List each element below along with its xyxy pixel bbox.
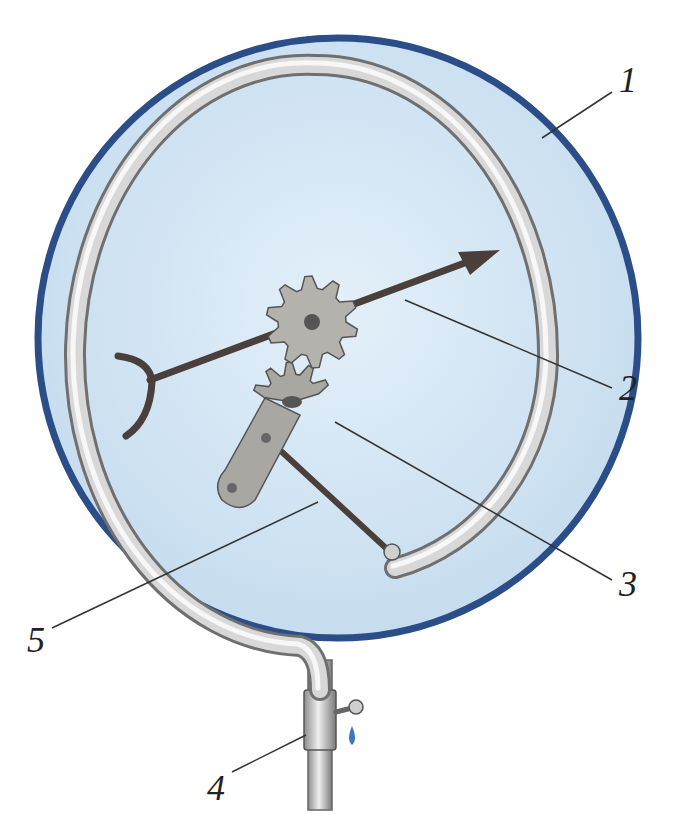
callout-number: 4	[207, 770, 225, 806]
connecting-rod	[282, 452, 388, 550]
toothed-sector	[254, 362, 328, 408]
water-drop	[349, 726, 355, 745]
sector-lever	[218, 398, 300, 508]
callout-number: 1	[619, 62, 637, 98]
callout-number: 2	[619, 370, 637, 406]
pivot-hole	[227, 483, 237, 493]
bourdon-tube	[73, 63, 548, 690]
leader-lines	[52, 92, 612, 772]
gear-teeth	[267, 276, 358, 368]
sector-slot	[282, 396, 302, 408]
rod-joint	[384, 544, 400, 560]
pivot-hole	[261, 433, 271, 443]
callout-number: 5	[27, 622, 45, 658]
pinion-gear	[267, 276, 358, 368]
gear-axle	[304, 314, 320, 330]
callout-number: 3	[619, 566, 637, 602]
pointer	[118, 250, 500, 436]
valve-knob	[349, 700, 363, 714]
